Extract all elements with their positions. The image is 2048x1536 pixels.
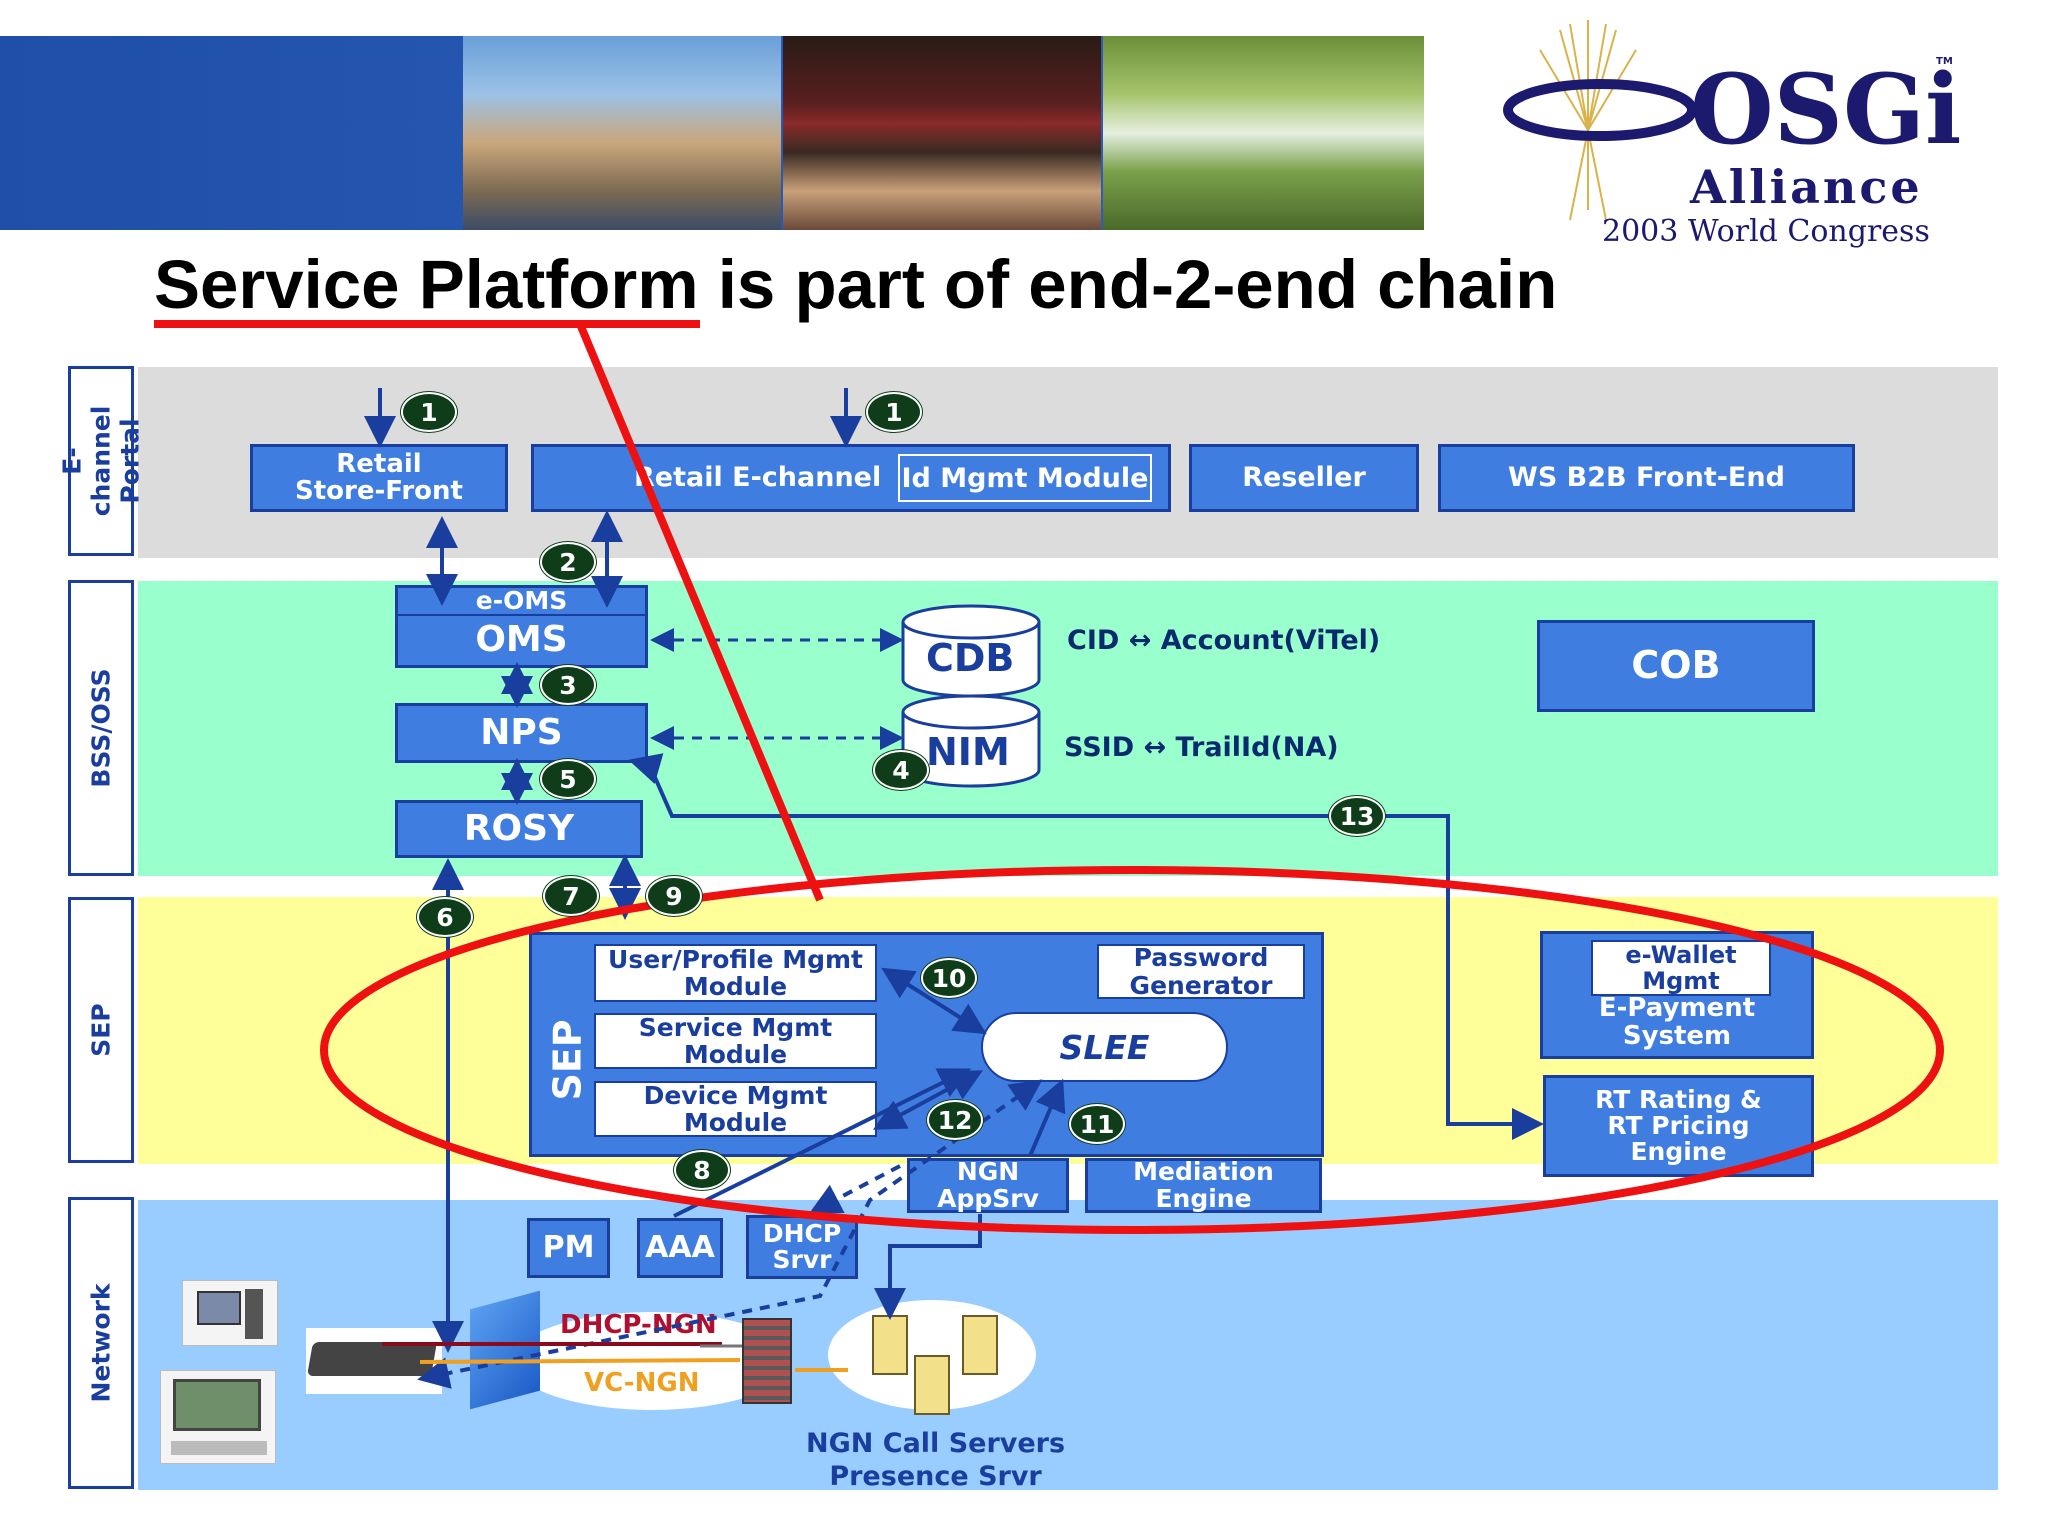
badge-1-right: 1 [866, 392, 922, 432]
password-generator[interactable]: Password Generator [1097, 944, 1305, 999]
osgi-logo: OSGi TM Alliance 2003 World Congress [1500, 10, 1962, 250]
badge-7: 7 [543, 876, 599, 916]
tv-icon [160, 1370, 276, 1464]
slee-box[interactable]: SLEE [981, 1012, 1228, 1082]
lane-sep: SEP [68, 897, 134, 1163]
nim-cylinder[interactable] [901, 694, 1041, 788]
ewallet-mgmt[interactable]: e-Wallet Mgmt [1591, 940, 1771, 996]
badge-8: 8 [674, 1150, 730, 1190]
logo-sub: Alliance [1690, 160, 1923, 214]
badge-11: 11 [1069, 1104, 1125, 1144]
badge-10: 10 [921, 958, 977, 998]
call-servers-label: NGN Call Servers Presence Srvr [806, 1428, 1066, 1492]
badge-13: 13 [1329, 796, 1385, 836]
nim-label: NIM [926, 730, 1010, 774]
photo-fountain [1103, 36, 1424, 230]
photo-castle [463, 36, 781, 230]
cdb-label: CDB [926, 636, 1015, 680]
pc-icon [182, 1280, 278, 1346]
logo-brand: OSGi [1690, 53, 1962, 166]
epayment-label: E-Payment System [1598, 993, 1756, 1051]
badge-1-left: 1 [401, 392, 457, 432]
logo-rays-icon [1503, 20, 1697, 221]
badge-12: 12 [927, 1100, 983, 1140]
badge-4: 4 [873, 750, 929, 790]
cdb-cylinder[interactable] [901, 604, 1041, 698]
logo-event: 2003 World Congress [1602, 214, 1930, 249]
reseller-box[interactable]: Reseller [1189, 444, 1419, 512]
service-mgmt-module[interactable]: Service Mgmt Module [594, 1013, 877, 1069]
lane-bss: BSS/OSS [68, 580, 134, 876]
badge-2: 2 [540, 542, 596, 582]
badge-9: 9 [646, 876, 702, 916]
id-mgmt-module[interactable]: Id Mgmt Module [898, 454, 1152, 502]
cob-box[interactable]: COB [1537, 620, 1815, 712]
page-title: Service Platform is part of end-2-end ch… [154, 246, 1558, 323]
cid-mapping: CID ↔ Account(ViTel) [1067, 625, 1381, 656]
retail-echannel-label: Retail E-channel [634, 461, 882, 493]
badge-6: 6 [417, 897, 473, 937]
badge-3: 3 [540, 665, 596, 705]
oms-label: OMS [475, 619, 568, 660]
ws-b2b-front-end[interactable]: WS B2B Front-End [1438, 444, 1855, 512]
badge-5: 5 [540, 759, 596, 799]
ssid-mapping: SSID ↔ TrailId(NA) [1064, 732, 1339, 763]
mediation-engine[interactable]: Mediation Engine [1085, 1158, 1322, 1213]
lane-network: Network [68, 1197, 134, 1489]
logo-tm: TM [1936, 56, 1953, 67]
user-profile-mgmt-module[interactable]: User/Profile Mgmt Module [594, 944, 877, 1002]
eoms-label: e-OMS [398, 588, 645, 616]
lane-echannel: E-channel Portal [58, 366, 145, 556]
nps-box[interactable]: NPS [395, 703, 648, 763]
photo-crowd [783, 36, 1101, 230]
